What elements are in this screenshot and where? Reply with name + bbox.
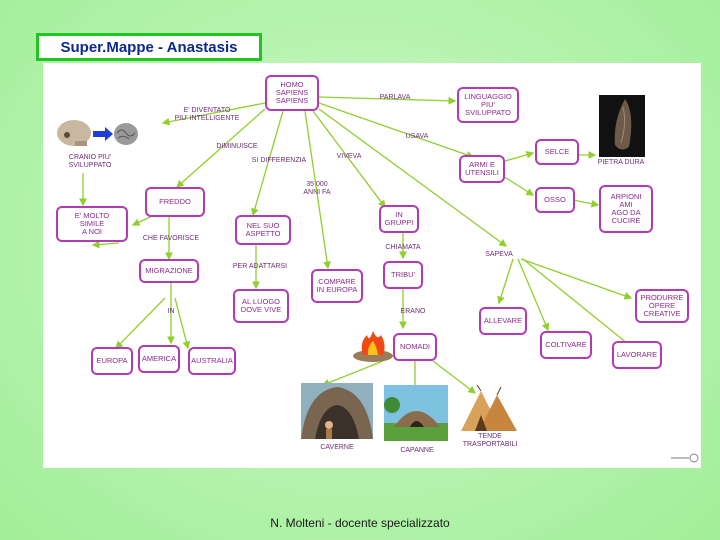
label-capanne: CAPANNE — [400, 447, 434, 454]
label-in: IN — [167, 308, 175, 315]
fire-icon — [351, 325, 395, 363]
node-allevare: ALLEVARE — [479, 307, 527, 335]
node-freddo: FREDDO — [145, 187, 205, 217]
skull-icon — [55, 118, 93, 150]
node-produrre: PRODURRE OPERE CREATIVE — [635, 289, 689, 323]
hut-icon — [384, 385, 448, 441]
node-gruppi: IN GRUPPI — [379, 205, 419, 233]
cave-icon — [301, 383, 373, 439]
label-chiamata: CHIAMATA — [385, 244, 421, 251]
node-coltivare: COLTIVARE — [540, 331, 592, 359]
node-linguaggio: LINGUAGGIO PIU' SVILUPPATO — [457, 87, 519, 123]
connector-lines — [79, 96, 635, 395]
flint-tool-icon — [599, 95, 645, 157]
node-compare: COMPARE IN EUROPA — [311, 269, 363, 303]
tent-icon — [457, 385, 521, 431]
node-suo-aspetto: NEL SUO ASPETTO — [235, 215, 291, 245]
logo-icon — [669, 453, 699, 463]
brain-icon — [113, 121, 139, 147]
node-migrazione: MIGRAZIONE — [139, 259, 199, 283]
node-luogo: AL LUOGO DOVE VIVE — [233, 289, 289, 323]
label-diminuisce: DIMINUISCE — [216, 143, 258, 150]
label-caverne: CAVERNE — [320, 444, 354, 451]
label-diventato: E' DIVENTATO PIU' INTELLIGENTE — [174, 107, 240, 122]
node-arpioni: ARPIONI AMI AGO DA CUCIRE — [599, 185, 653, 233]
node-europa: EUROPA — [91, 347, 133, 375]
label-parlava: PARLAVA — [379, 94, 411, 101]
node-osso: OSSO — [535, 187, 575, 213]
label-tende: TENDE TRASPORTABILI — [462, 433, 518, 448]
label-usava: USAVA — [405, 133, 429, 140]
node-tribu: TRIBU' — [383, 261, 423, 289]
node-armi: ARMI E UTENSILI — [459, 155, 505, 183]
node-australia: AUSTRALIA — [188, 347, 236, 375]
label-sapeva: SAPEVA — [485, 251, 513, 258]
node-molto-simile: E' MOLTO SIMILE A NOI — [56, 206, 128, 242]
label-che-favorisce: CHE FAVORISCE — [142, 235, 200, 242]
page-title: Super.Mappe - Anastasis — [36, 33, 262, 61]
label-viveva: VIVEVA — [336, 153, 362, 160]
label-pietra-dura: PIETRA DURA — [597, 159, 645, 166]
footer-caption: N. Molteni - docente specializzato — [270, 516, 450, 530]
node-selce: SELCE — [535, 139, 579, 165]
node-nomadi: NOMADI — [393, 333, 437, 361]
node-lavorare: LAVORARE — [612, 341, 662, 369]
label-per-adattarsi: PER ADATTARSI — [232, 263, 288, 270]
label-erano: ERANO — [400, 308, 426, 315]
concept-map: HOMO SAPIENS SAPIENS LINGUAGGIO PIU' SVI… — [43, 63, 701, 468]
label-anni: 35 000 ANNI FA — [303, 181, 331, 196]
node-america: AMERICA — [138, 345, 180, 373]
label-si-differenzia: SI DIFFERENZIA — [251, 157, 307, 164]
node-homo-sapiens: HOMO SAPIENS SAPIENS — [265, 75, 319, 111]
arrow-right-icon — [93, 127, 113, 141]
label-cranio: CRANIO PIU' SVILUPPATO — [68, 154, 112, 169]
